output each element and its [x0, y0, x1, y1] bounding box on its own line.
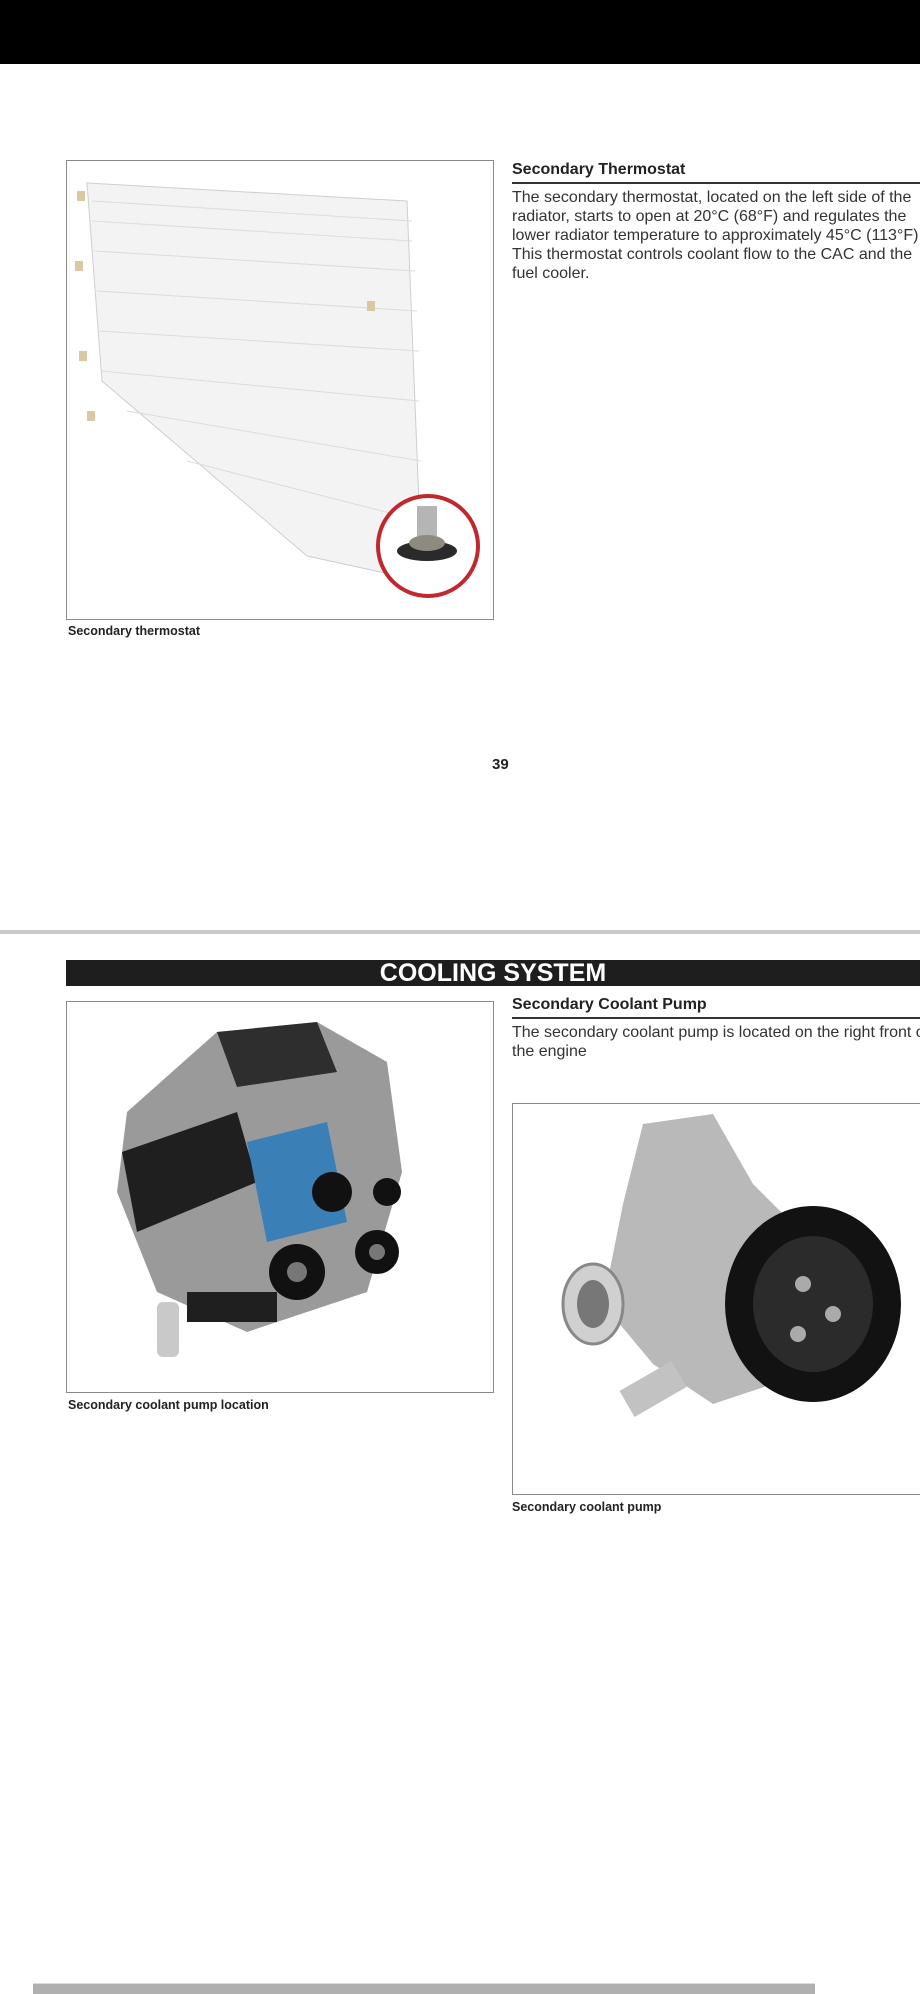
body-text: The secondary coolant pump is located on… — [512, 1024, 920, 1060]
figure-caption: Secondary coolant pump location — [68, 1398, 269, 1412]
page-number: 39 — [492, 756, 509, 773]
body-text: The secondary thermostat, located on the… — [512, 189, 920, 282]
section-heading: Secondary Coolant Pump — [512, 996, 920, 1019]
figure-caption: Secondary coolant pump — [512, 1500, 662, 1514]
section-heading: Secondary Thermostat — [512, 161, 920, 184]
horizontal-scrollbar[interactable] — [33, 1983, 815, 1994]
coolant-pump-figure — [512, 1103, 920, 1495]
figure-caption: Secondary thermostat — [68, 624, 200, 638]
radiator-figure — [66, 160, 494, 620]
page-divider — [0, 930, 920, 934]
top-bar — [0, 0, 920, 64]
section-title-bar: COOLING SYSTEM — [66, 960, 920, 987]
engine-figure — [66, 1001, 494, 1393]
